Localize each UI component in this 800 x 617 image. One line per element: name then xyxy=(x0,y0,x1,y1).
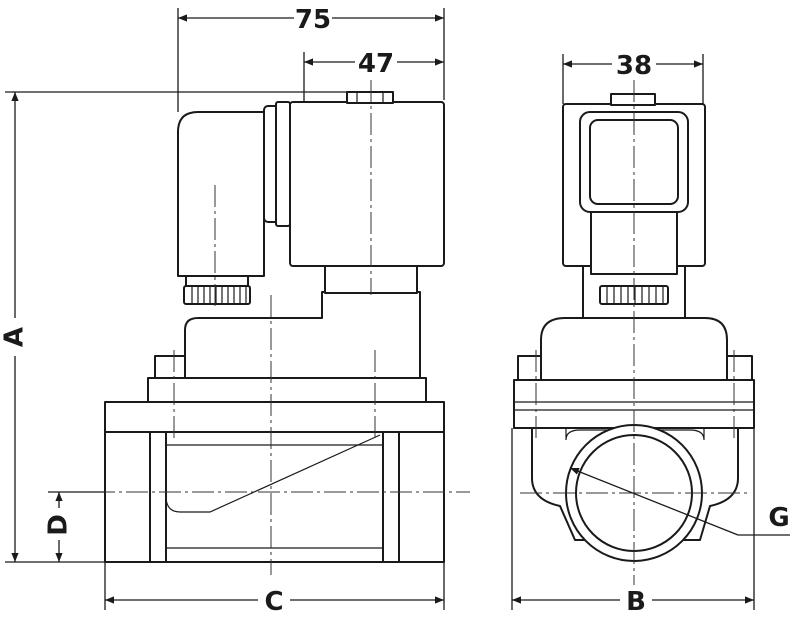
dim-label-a: A xyxy=(0,327,30,347)
front-connector xyxy=(177,111,265,277)
front-coil xyxy=(289,101,445,267)
side-coil-nut xyxy=(610,93,656,106)
dim-label-d: D xyxy=(44,514,74,536)
front-bonnet xyxy=(147,377,427,403)
front-coil-nut xyxy=(346,91,394,104)
front-body-flange xyxy=(104,401,445,433)
front-cable-gland xyxy=(185,275,249,287)
dimension-lines xyxy=(5,8,790,610)
front-view xyxy=(60,80,470,575)
dim-label-75: 75 xyxy=(295,5,331,35)
dim-label-g: G xyxy=(768,503,789,533)
dim-label-b: B xyxy=(626,587,646,617)
front-seat-line xyxy=(165,434,381,513)
side-view xyxy=(513,80,755,585)
front-body xyxy=(104,431,445,563)
dim-label-c: C xyxy=(264,587,283,617)
dim-label-47: 47 xyxy=(358,49,394,79)
dim-label-38: 38 xyxy=(616,51,652,81)
